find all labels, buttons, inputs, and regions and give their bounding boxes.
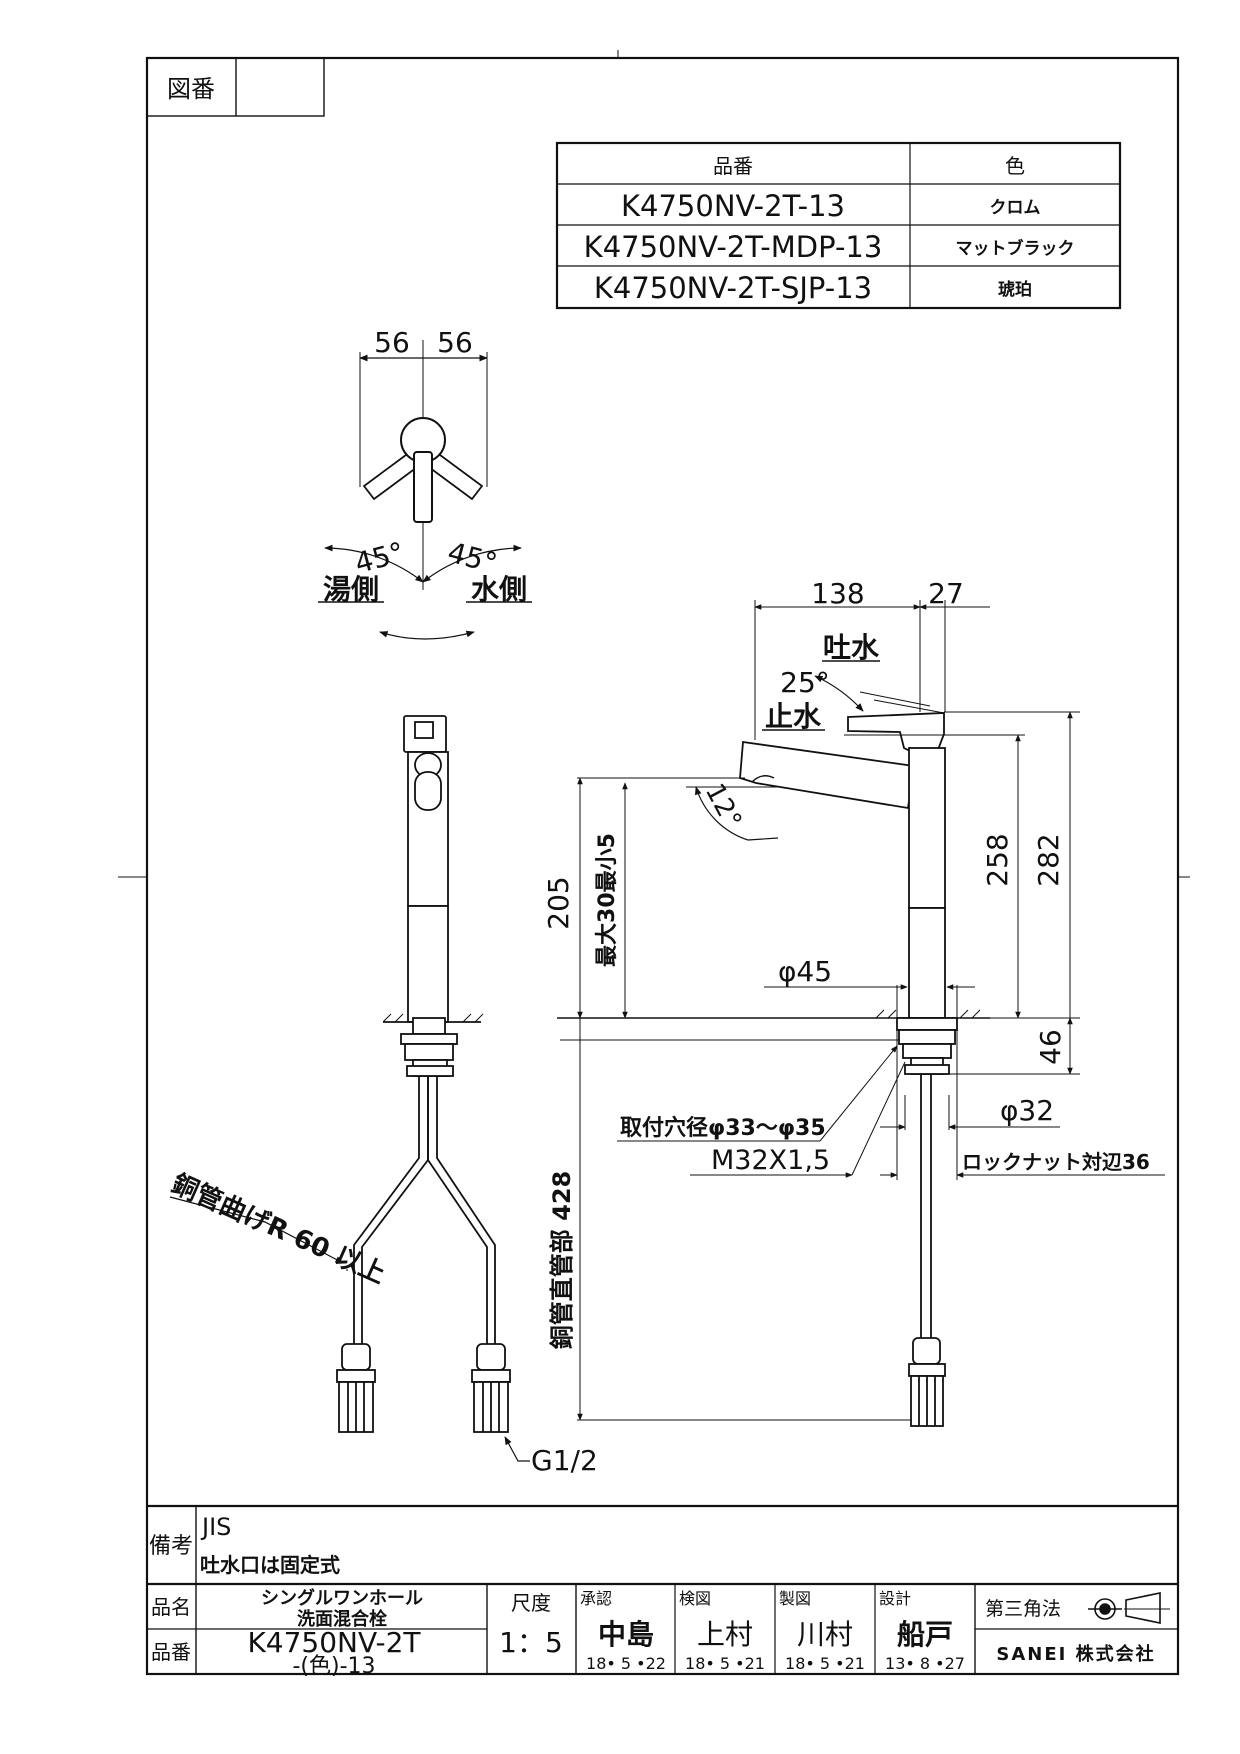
color-table-color-2: マットブラック <box>956 238 1075 259</box>
color-table-header-part-no: 品番 <box>713 154 753 178</box>
side-body-lower <box>908 907 946 1019</box>
side-spout <box>739 740 916 810</box>
color-table-header-color: 色 <box>1005 154 1025 178</box>
dim-56-right: 56 <box>437 326 473 359</box>
color-table-part-no-2: K4750NV-2T-MDP-13 <box>584 230 883 264</box>
approved-name: 中島 <box>598 1618 654 1651</box>
drawn-label: 製図 <box>779 1589 811 1608</box>
spout-open-label: 吐水 <box>823 631 880 664</box>
dim-46: 46 <box>1034 1029 1067 1065</box>
projection-method: 第三角法 <box>985 1598 1061 1620</box>
remarks-standard: JIS <box>200 1513 231 1541</box>
remarks-box <box>147 1504 1178 1584</box>
dim-282: 282 <box>1032 833 1065 886</box>
lever-handle <box>413 451 433 523</box>
locknut-spec: ロックナット対辺36 <box>962 1150 1150 1174</box>
pipe-length-note: 銅管直管部 428 <box>548 1171 576 1349</box>
checked-name: 上村 <box>697 1618 753 1651</box>
design-label: 設計 <box>879 1589 911 1608</box>
side-nut <box>908 1337 946 1427</box>
dim-56-left: 56 <box>374 326 410 359</box>
top-view <box>318 340 532 640</box>
approved-label: 承認 <box>580 1589 612 1608</box>
design-name: 船戸 <box>897 1618 953 1651</box>
product-name-line2: 洗面混合栓 <box>297 1608 387 1630</box>
scale-label: 尺度 <box>511 1591 551 1615</box>
drawing-number-label: 図番 <box>167 75 215 103</box>
product-name-line1: シングルワンホール <box>261 1587 423 1609</box>
color-table: 品番 色 K4750NV-2T-13 クロム K4750NV-2T-MDP-13… <box>555 141 1122 310</box>
front-view <box>169 715 530 1462</box>
side-body-upper <box>908 747 946 909</box>
dia-45: φ45 <box>778 955 832 988</box>
color-table-color-3: 琥珀 <box>998 280 1032 300</box>
dim-138: 138 <box>811 577 864 610</box>
crop-marks <box>118 50 1190 878</box>
design-date: 13• 8 •27 <box>885 1654 965 1673</box>
drawing-number-box: 図番 <box>146 57 325 117</box>
side-dimension-lines <box>560 600 1165 1421</box>
drawn-date: 18• 5 •21 <box>785 1654 865 1673</box>
checked-label: 検図 <box>679 1589 711 1608</box>
part-no-label: 品番 <box>151 1640 191 1664</box>
cold-side-label: 水側 <box>471 573 527 606</box>
hot-side-label: 湯側 <box>323 573 379 606</box>
part-no-line2: -(色)-13 <box>292 1654 375 1679</box>
color-table-part-no-1: K4750NV-2T-13 <box>621 189 845 223</box>
angle-25: 25° <box>780 666 830 699</box>
front-nut-right <box>471 1343 511 1433</box>
part-no-line1: K4750NV-2T <box>247 1626 421 1659</box>
drawn-name: 川村 <box>797 1618 853 1651</box>
bend-radius-note: 銅管曲げR 60 以上 <box>167 1168 390 1290</box>
front-body-lower <box>407 905 449 1023</box>
remarks-label: 備考 <box>149 1534 193 1559</box>
third-angle-projection-icon <box>1088 1592 1170 1624</box>
checked-date: 18• 5 •21 <box>685 1654 765 1673</box>
dia-32: φ32 <box>1000 1094 1054 1127</box>
sheet-border <box>145 56 1180 1676</box>
insertion-range-note: 最大30最小5 <box>595 833 620 967</box>
connection-thread: G1/2 <box>531 1444 598 1477</box>
scale-value: 1：5 <box>499 1626 563 1659</box>
title-block <box>147 1582 1178 1674</box>
mounting-hole-label: 取付穴径φ33～φ35 <box>620 1115 826 1141</box>
color-table-color-1: クロム <box>990 198 1041 218</box>
dim-258: 258 <box>981 833 1014 886</box>
product-name-label: 品名 <box>151 1595 191 1619</box>
company-name: SANEI 株式会社 <box>996 1643 1155 1665</box>
dim-27: 27 <box>928 577 964 610</box>
side-view <box>557 691 990 1427</box>
front-nut-left <box>336 1343 376 1433</box>
dim-205: 205 <box>542 876 575 929</box>
remarks-spout-note: 吐水口は固定式 <box>200 1553 340 1577</box>
color-table-part-no-3: K4750NV-2T-SJP-13 <box>594 271 872 305</box>
spout-close-label: 止水 <box>765 700 822 733</box>
thread-spec: M32X1,5 <box>711 1145 830 1176</box>
approved-date: 18• 5 •22 <box>586 1654 666 1673</box>
